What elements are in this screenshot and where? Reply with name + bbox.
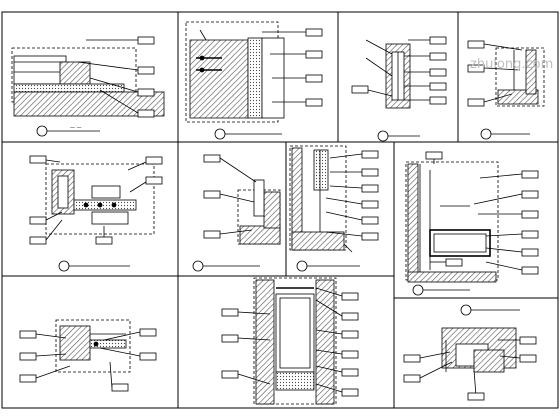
detail-d5 — [29, 155, 163, 272]
leaders-d9 — [19, 328, 157, 392]
leaders-d1 — [77, 36, 155, 118]
leaders-d3 — [351, 36, 447, 105]
leaders-d11 — [403, 336, 537, 401]
leaders-d7 — [325, 150, 379, 253]
detail-d10 — [221, 277, 359, 405]
leaders-d5 — [29, 155, 163, 245]
detail-d3 — [351, 36, 447, 142]
title-mark-d1: — — — [36, 125, 100, 137]
detail-d7 — [289, 145, 379, 272]
detail-d1: — — — [11, 36, 165, 137]
title-mark-d8 — [412, 284, 470, 296]
leaders-d8 — [425, 151, 539, 275]
title-mark-d6 — [192, 260, 260, 272]
leaders-d6 — [203, 154, 257, 239]
title-mark-d4 — [480, 128, 530, 140]
detail-d11 — [403, 304, 537, 401]
svg-text:— —: — — — [70, 125, 82, 131]
title-mark-d11 — [460, 304, 520, 316]
detail-d4 — [467, 40, 545, 140]
detail-d6 — [192, 154, 281, 272]
leaders-d10 — [221, 287, 359, 397]
panel-frames — [1, 11, 559, 409]
detail-d8 — [405, 151, 539, 296]
title-mark-d3 — [377, 130, 420, 142]
title-mark-d2 — [214, 128, 282, 140]
leaders-d2 — [199, 28, 323, 107]
title-mark-d7 — [296, 260, 360, 272]
leaders-d4 — [467, 40, 523, 107]
watermark-text: zhulong.com — [470, 57, 553, 72]
detail-d2 — [185, 21, 323, 140]
detail-d9 — [19, 319, 157, 392]
title-mark-d5 — [58, 260, 130, 272]
